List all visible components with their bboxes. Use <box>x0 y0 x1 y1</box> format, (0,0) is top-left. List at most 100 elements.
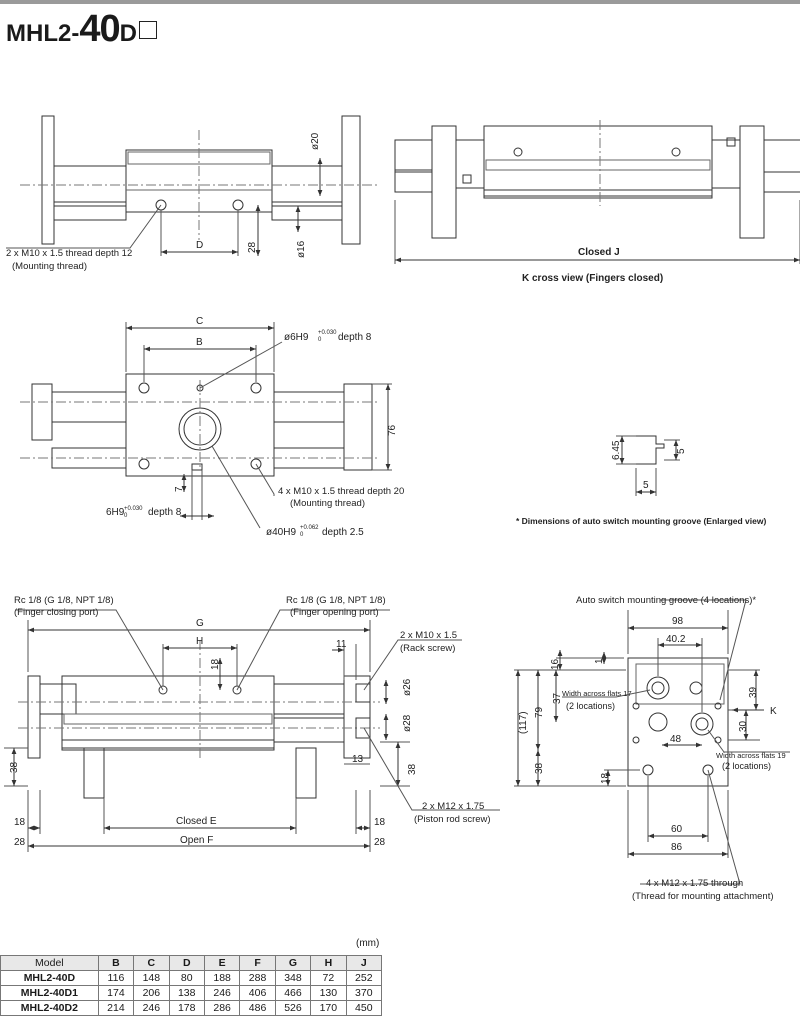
groove-dim-5b: 5 <box>643 480 649 491</box>
dim-7: 7 <box>174 486 185 492</box>
pin-left-tol: +0.030 <box>124 506 143 512</box>
table-unit: (mm) <box>356 938 380 949</box>
br-dim-30: 30 <box>738 720 749 732</box>
bore-depth: depth 2.5 <box>322 527 364 538</box>
port-close-note: (Finger closing port) <box>14 607 98 618</box>
table-row: MHL2-40D2 214 246 178 286 486 526 170 45… <box>0 1000 383 1016</box>
dim-b: B <box>196 337 203 348</box>
groove-view: 6.45 5 5 * Dimensions of auto switch mou… <box>516 435 766 526</box>
rack-label: 2 x M10 x 1.5 <box>400 630 457 641</box>
cell: 406 <box>239 985 276 1001</box>
br-dim-16: 16 <box>550 658 561 670</box>
dim-phi16: ø16 <box>296 240 307 258</box>
cell: 370 <box>345 985 383 1001</box>
flats17-label: Width across flats 17 <box>562 689 632 698</box>
cell: 188 <box>203 970 241 986</box>
cell: 116 <box>97 970 135 986</box>
rack-note: (Rack screw) <box>400 643 455 654</box>
dim-38b: 38 <box>407 763 418 775</box>
th-model: Model <box>0 955 99 971</box>
flats17-note: (2 locations) <box>566 701 615 711</box>
th-f: F <box>239 955 276 971</box>
dim-open-f: Open F <box>180 835 213 846</box>
dim-28a: 28 <box>14 837 26 848</box>
dim-18a: 18 <box>210 658 221 670</box>
cell: 206 <box>133 985 170 1001</box>
dim-38a: 38 <box>9 761 20 773</box>
dim-28b: 28 <box>374 837 386 848</box>
cell: 450 <box>345 1000 383 1016</box>
th-d: D <box>168 955 205 971</box>
bore-label: ø40H9 <box>266 527 296 538</box>
mount4-note: (Mounting thread) <box>290 498 365 509</box>
dim-13: 13 <box>352 754 364 765</box>
cell: 246 <box>133 1000 170 1016</box>
cell: 348 <box>274 970 312 986</box>
phi26: ø26 <box>402 678 413 696</box>
dim-closed-j: Closed J <box>578 247 620 258</box>
dim-76: 76 <box>387 424 398 436</box>
cell-model: MHL2-40D1 <box>0 985 99 1001</box>
bottom-left-view: G H 18 11 Rc 1/8 (G 1/8, NPT 1/8) (Finge… <box>4 595 500 852</box>
dim-closed-e: Closed E <box>176 816 217 827</box>
br-dim-38: 38 <box>534 762 545 774</box>
groove-note: Auto switch mounting groove (4 locations… <box>576 595 756 606</box>
dim-d: D <box>196 240 203 251</box>
k-view-caption: K cross view (Fingers closed) <box>522 273 663 284</box>
pin-left-label: 6H9 <box>106 507 125 518</box>
table-row: MHL2-40D1 174 206 138 246 406 466 130 37… <box>0 985 383 1001</box>
br-dim-79: 79 <box>534 706 545 718</box>
title-size: 40 <box>79 8 120 50</box>
mount-thread-label: 2 x M10 x 1.5 thread depth 12 <box>6 248 132 259</box>
piston-label: 2 x M12 x 1.75 <box>422 801 484 812</box>
bore-tol: +0.062 <box>300 525 319 531</box>
br-dim-37: 37 <box>552 692 563 704</box>
flats19-note: (2 locations) <box>722 761 771 771</box>
cell: 130 <box>310 985 347 1001</box>
th-b: B <box>97 955 135 971</box>
phi28: ø28 <box>402 714 413 732</box>
br-dim-k: K <box>770 706 777 717</box>
mount-thread-note: (Mounting thread) <box>12 261 87 272</box>
cell: 526 <box>274 1000 312 1016</box>
groove-dim-5a: 5 <box>676 448 687 454</box>
hole-top-tol2: 0 <box>318 337 322 343</box>
cell: 286 <box>203 1000 241 1016</box>
dim-h: H <box>196 636 203 647</box>
title-prefix: MHL2- <box>6 20 80 47</box>
bottom-right-view: 98 40.2 Auto switch mounting groove (4 l… <box>514 595 790 902</box>
cell-model: MHL2-40D <box>0 970 99 986</box>
technical-drawing: D 28 ø20 ø16 2 x M10 x 1.5 thread depth … <box>4 115 800 902</box>
port-close-label: Rc 1/8 (G 1/8, NPT 1/8) <box>14 595 114 606</box>
cell: 486 <box>239 1000 276 1016</box>
through-label: 4 x M12 x 1.75 through <box>646 878 743 889</box>
br-dim-86: 86 <box>671 842 683 853</box>
cell: 170 <box>310 1000 347 1016</box>
th-h: H <box>310 955 347 971</box>
top-rule <box>0 0 800 4</box>
through-note: (Thread for mounting attachment) <box>632 891 774 902</box>
cell: 466 <box>274 985 312 1001</box>
cell: 288 <box>239 970 276 986</box>
br-dim-1: 1 <box>594 658 605 664</box>
pin-left-tol2: 0 <box>124 513 128 519</box>
dimension-table: Model B C D E F G H J MHL2-40D 116 148 8… <box>0 955 383 1016</box>
bore-tol2: 0 <box>300 532 304 538</box>
dim-11: 11 <box>336 639 347 650</box>
br-dim-60: 60 <box>671 824 683 835</box>
th-e: E <box>203 955 241 971</box>
dim-28: 28 <box>247 241 258 253</box>
cell: 138 <box>168 985 205 1001</box>
flats19-label: Width across flats 19 <box>716 751 786 760</box>
hole-top-tol: +0.030 <box>318 330 337 336</box>
groove-dim-645: 6.45 <box>611 440 622 460</box>
cell: 214 <box>97 1000 135 1016</box>
dim-c: C <box>196 316 203 327</box>
th-c: C <box>133 955 170 971</box>
port-open-label: Rc 1/8 (G 1/8, NPT 1/8) <box>286 595 386 606</box>
cell: 72 <box>310 970 347 986</box>
br-dim-402: 40.2 <box>666 634 686 645</box>
table-header-row: Model B C D E F G H J <box>0 955 383 971</box>
br-dim-48: 48 <box>670 734 682 745</box>
pin-left-depth: depth 8 <box>148 507 182 518</box>
